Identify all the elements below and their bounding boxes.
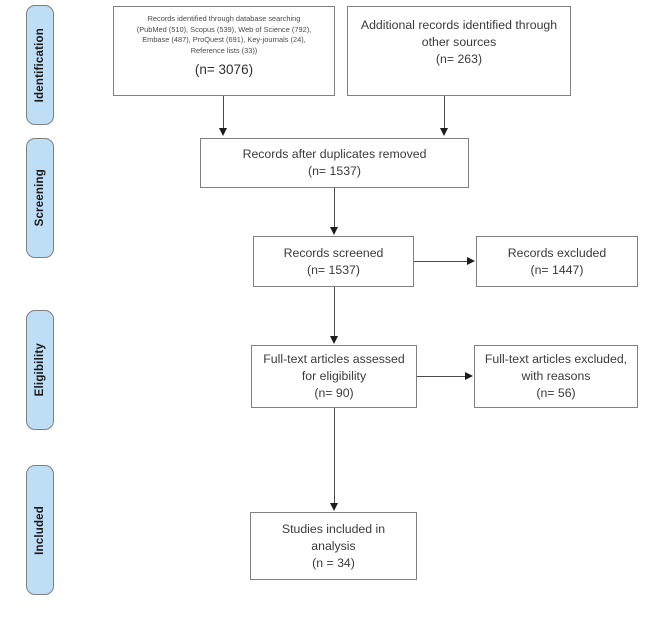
box-studies-included-text: Studies included in analysis (n = 34) [281, 521, 386, 570]
stage-label-identification: Identification [34, 27, 46, 103]
box-database-search: Records identified through database sear… [113, 6, 335, 96]
connector-duplicates-to-screened [333, 188, 335, 228]
connector-database-search-down [222, 96, 224, 130]
box-studies-included: Studies included in analysis (n = 34) [250, 512, 417, 580]
connector-fulltext-to-excluded [417, 376, 466, 378]
box-fulltext-excluded: Full-text articles excluded, with reason… [474, 345, 638, 408]
box-fulltext-excluded-text: Full-text articles excluded, with reason… [484, 352, 628, 400]
arrowhead-database-search-down [218, 128, 227, 136]
connector-screened-to-excluded [414, 261, 468, 263]
box-database-search-count: (n= 3076) [194, 62, 254, 77]
box-fulltext-assessed: Full-text articles assessed for eligibil… [251, 345, 417, 408]
box-duplicates-removed: Records after duplicates removed (n= 153… [200, 138, 469, 188]
box-records-screened: Records screened (n= 1537) [253, 236, 414, 287]
connector-screened-to-fulltext [333, 287, 335, 337]
stage-tab-included[interactable]: Included [26, 465, 54, 595]
arrowhead-screened-to-fulltext [329, 336, 338, 344]
box-duplicates-removed-text: Records after duplicates removed (n= 153… [242, 147, 427, 178]
stage-label-included: Included [34, 505, 46, 555]
connector-other-sources-down [443, 96, 445, 130]
stage-tab-identification[interactable]: Identification [26, 5, 54, 125]
stage-tab-eligibility[interactable]: Eligibility [26, 310, 54, 430]
box-records-excluded: Records excluded (n= 1447) [476, 236, 638, 287]
arrowhead-screened-to-excluded [467, 257, 475, 265]
stage-tab-screening[interactable]: Screening [26, 138, 54, 258]
box-records-excluded-text: Records excluded (n= 1447) [507, 245, 607, 277]
box-fulltext-assessed-text: Full-text articles assessed for eligibil… [263, 352, 405, 400]
box-database-search-detail: Records identified through database sear… [136, 14, 312, 55]
arrowhead-fulltext-to-excluded [465, 372, 473, 380]
stage-label-screening: Screening [34, 169, 46, 227]
box-other-sources-text: Additional records identified through ot… [360, 18, 558, 66]
arrowhead-fulltext-to-included [329, 503, 338, 511]
arrowhead-duplicates-to-screened [329, 227, 338, 235]
connector-fulltext-to-included [333, 408, 335, 504]
stage-label-eligibility: Eligibility [34, 343, 46, 397]
box-records-screened-text: Records screened (n= 1537) [283, 245, 384, 277]
arrowhead-other-sources-down [439, 128, 448, 136]
box-other-sources: Additional records identified through ot… [347, 6, 571, 96]
